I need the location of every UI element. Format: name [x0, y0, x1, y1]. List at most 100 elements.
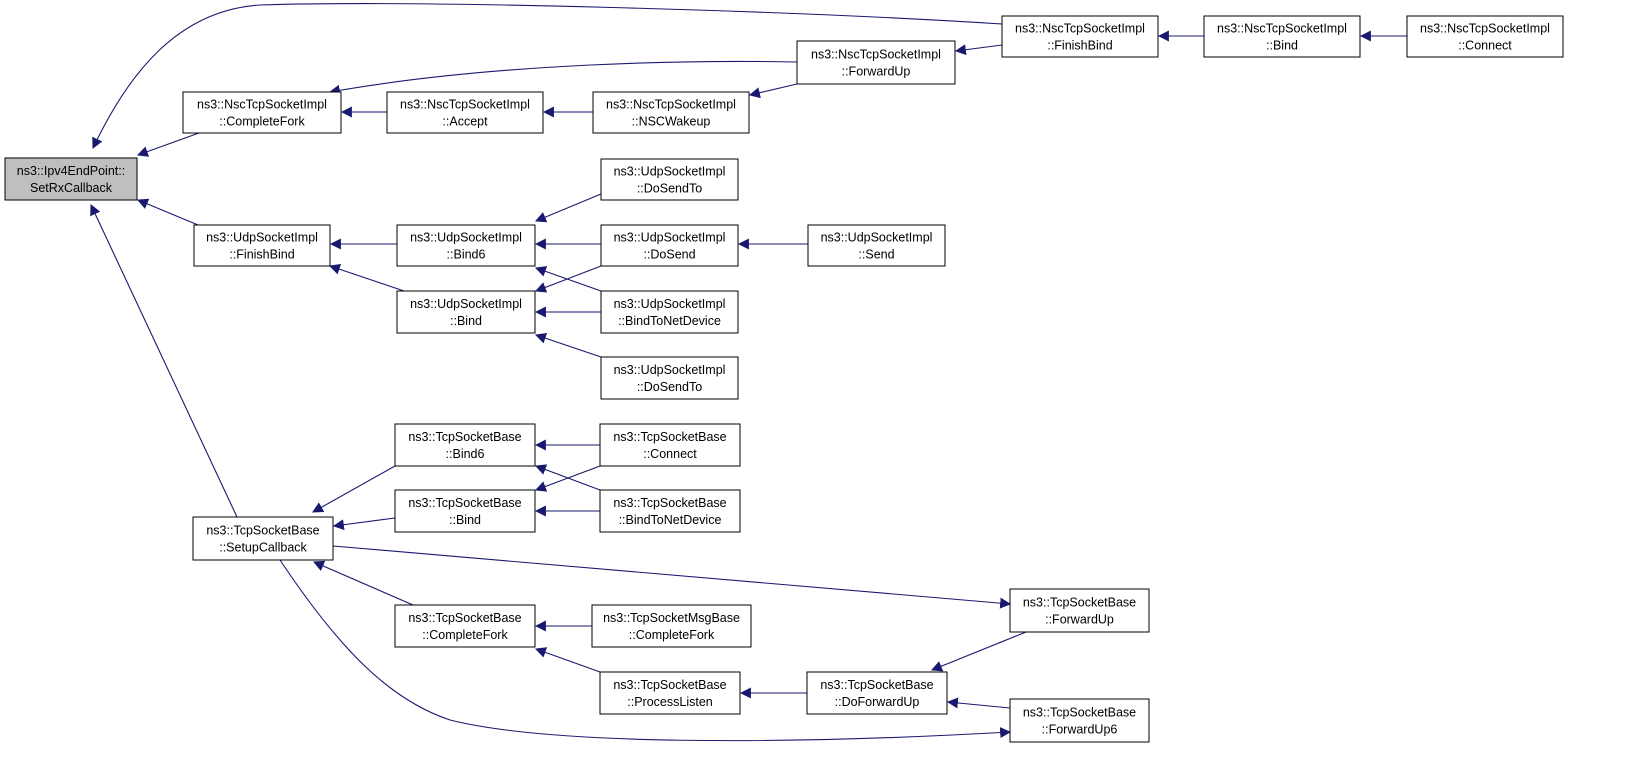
graph-node-t3[interactable]: ns3::TcpSocketBase::Bind [394, 489, 536, 533]
graph-node-n4[interactable]: ns3::NscTcpSocketImpl::ForwardUp [796, 40, 956, 85]
graph-node-t10[interactable]: ns3::TcpSocketBase::ForwardUp [1009, 588, 1150, 633]
graph-node-n7[interactable]: ns3::NscTcpSocketImpl::Connect [1406, 15, 1564, 58]
node-class-label: ns3::NscTcpSocketImpl [1217, 22, 1347, 36]
graph-node-u2[interactable]: ns3::UdpSocketImpl::Bind6 [396, 224, 536, 267]
graph-node-n2[interactable]: ns3::NscTcpSocketImpl::Accept [386, 91, 544, 134]
node-method-label: ::DoSendTo [637, 380, 702, 394]
node-box [396, 290, 536, 334]
graph-node-t8[interactable]: ns3::TcpSocketBase::ProcessListen [599, 671, 741, 715]
graph-node-t11[interactable]: ns3::TcpSocketBase::ForwardUp6 [1009, 698, 1150, 743]
node-method-label: ::Bind6 [446, 447, 485, 461]
node-method-label: ::ProcessListen [627, 695, 713, 709]
node-class-label: ns3::Ipv4EndPoint:: [17, 164, 125, 178]
node-method-label: ::Connect [643, 447, 697, 461]
node-box [600, 224, 739, 267]
node-class-label: ns3::NscTcpSocketImpl [197, 98, 327, 112]
node-method-label: ::SetupCallback [219, 541, 307, 555]
graph-node-t9[interactable]: ns3::TcpSocketBase::DoForwardUp [806, 671, 948, 715]
node-method-label: ::FinishBind [1047, 39, 1112, 53]
node-box [1001, 15, 1159, 58]
node-box [4, 157, 138, 201]
node-method-label: ::FinishBind [229, 248, 294, 262]
node-method-label: SetRxCallback [30, 181, 113, 195]
node-box [1009, 698, 1150, 743]
node-class-label: ns3::UdpSocketImpl [821, 231, 933, 245]
node-class-label: ns3::NscTcpSocketImpl [606, 98, 736, 112]
node-class-label: ns3::UdpSocketImpl [614, 165, 726, 179]
node-method-label: ::DoForwardUp [835, 695, 920, 709]
node-box [1203, 15, 1361, 58]
node-class-label: ns3::TcpSocketBase [408, 611, 521, 625]
node-method-label: ::Send [858, 248, 894, 262]
graph-node-t5[interactable]: ns3::TcpSocketBase::BindToNetDevice [599, 489, 741, 533]
graph-node-u6[interactable]: ns3::UdpSocketImpl::BindToNetDevice [600, 290, 739, 334]
edge-u4-to-u2 [534, 193, 602, 223]
edge-t10-to-t9 [930, 631, 1027, 672]
node-box [182, 91, 342, 134]
node-box [386, 91, 544, 134]
node-method-label: ::ForwardUp [842, 65, 911, 79]
edge-u1-to-root [136, 198, 199, 226]
graph-node-u4[interactable]: ns3::UdpSocketImpl::DoSendTo [600, 158, 739, 201]
edge-t8-to-t6 [534, 647, 601, 673]
edge-n5-to-n4 [954, 44, 1003, 56]
node-class-label: ns3::TcpSocketBase [206, 524, 319, 538]
edge-u5-to-u3 [534, 265, 602, 293]
node-class-label: ns3::TcpSocketBase [408, 430, 521, 444]
node-class-label: ns3::UdpSocketImpl [614, 297, 726, 311]
node-class-label: ns3::TcpSocketBase [613, 496, 726, 510]
graph-node-t2[interactable]: ns3::TcpSocketBase::Bind6 [394, 423, 536, 467]
graph-node-t7[interactable]: ns3::TcpSocketMsgBase::CompleteFork [591, 604, 752, 648]
graph-node-n5[interactable]: ns3::NscTcpSocketImpl::FinishBind [1001, 15, 1159, 58]
graph-node-n6[interactable]: ns3::NscTcpSocketImpl::Bind [1203, 15, 1361, 58]
node-class-label: ns3::UdpSocketImpl [410, 297, 522, 311]
graph-nodes: ns3::Ipv4EndPoint::SetRxCallback ns3::Nsc… [4, 15, 1564, 743]
graph-node-t4[interactable]: ns3::TcpSocketBase::Connect [599, 423, 741, 467]
node-box [600, 356, 739, 400]
graph-node-t1[interactable]: ns3::TcpSocketBase::SetupCallback [192, 516, 334, 561]
edge-t1-to-root [90, 204, 238, 518]
graph-node-u5[interactable]: ns3::UdpSocketImpl::DoSend [600, 224, 739, 267]
node-method-label: ::Bind6 [447, 248, 486, 262]
graph-node-n3[interactable]: ns3::NscTcpSocketImpl::NSCWakeup [592, 91, 750, 134]
graph-node-u7[interactable]: ns3::UdpSocketImpl::DoSendTo [600, 356, 739, 400]
edge-t11-to-t9 [946, 697, 1011, 709]
node-class-label: ns3::TcpSocketBase [1023, 706, 1136, 720]
node-method-label: ::DoSend [643, 248, 695, 262]
node-box [1406, 15, 1564, 58]
node-class-label: ns3::UdpSocketImpl [206, 231, 318, 245]
node-box [396, 224, 536, 267]
node-method-label: ::DoSendTo [637, 182, 702, 196]
node-method-label: ::Bind [449, 513, 481, 527]
node-method-label: ::BindToNetDevice [618, 314, 721, 328]
node-class-label: ns3::TcpSocketBase [613, 430, 726, 444]
edge-t1-to-t10 [332, 545, 1012, 609]
edge-t3-to-t1 [332, 517, 396, 531]
graph-node-root[interactable]: ns3::Ipv4EndPoint::SetRxCallback [4, 157, 138, 201]
node-class-label: ns3::TcpSocketBase [613, 678, 726, 692]
node-class-label: ns3::TcpSocketBase [1023, 596, 1136, 610]
node-box [806, 671, 948, 715]
edge-t6-to-t1 [312, 560, 414, 606]
node-method-label: ::Connect [1458, 39, 1512, 53]
node-method-label: ::CompleteFork [219, 115, 305, 129]
node-method-label: ::CompleteFork [422, 628, 508, 642]
graph-node-n1[interactable]: ns3::NscTcpSocketImpl::CompleteFork [182, 91, 342, 134]
node-class-label: ns3::UdpSocketImpl [614, 231, 726, 245]
graph-node-u8[interactable]: ns3::UdpSocketImpl::Send [807, 224, 946, 267]
node-method-label: ::Bind [1266, 39, 1298, 53]
graph-node-u3[interactable]: ns3::UdpSocketImpl::Bind [396, 290, 536, 334]
node-box [394, 489, 536, 533]
edge-t4-to-t3 [534, 465, 601, 492]
node-class-label: ns3::NscTcpSocketImpl [811, 48, 941, 62]
node-class-label: ns3::NscTcpSocketImpl [1015, 22, 1145, 36]
node-box [600, 290, 739, 334]
node-class-label: ns3::UdpSocketImpl [410, 231, 522, 245]
edge-n4-to-n1 [328, 60, 798, 96]
edge-u7-to-u3 [534, 332, 602, 358]
node-box [807, 224, 946, 267]
graph-node-t6[interactable]: ns3::TcpSocketBase::CompleteFork [394, 604, 536, 648]
graph-node-u1[interactable]: ns3::UdpSocketImpl::FinishBind [193, 224, 331, 267]
node-box [193, 224, 331, 267]
